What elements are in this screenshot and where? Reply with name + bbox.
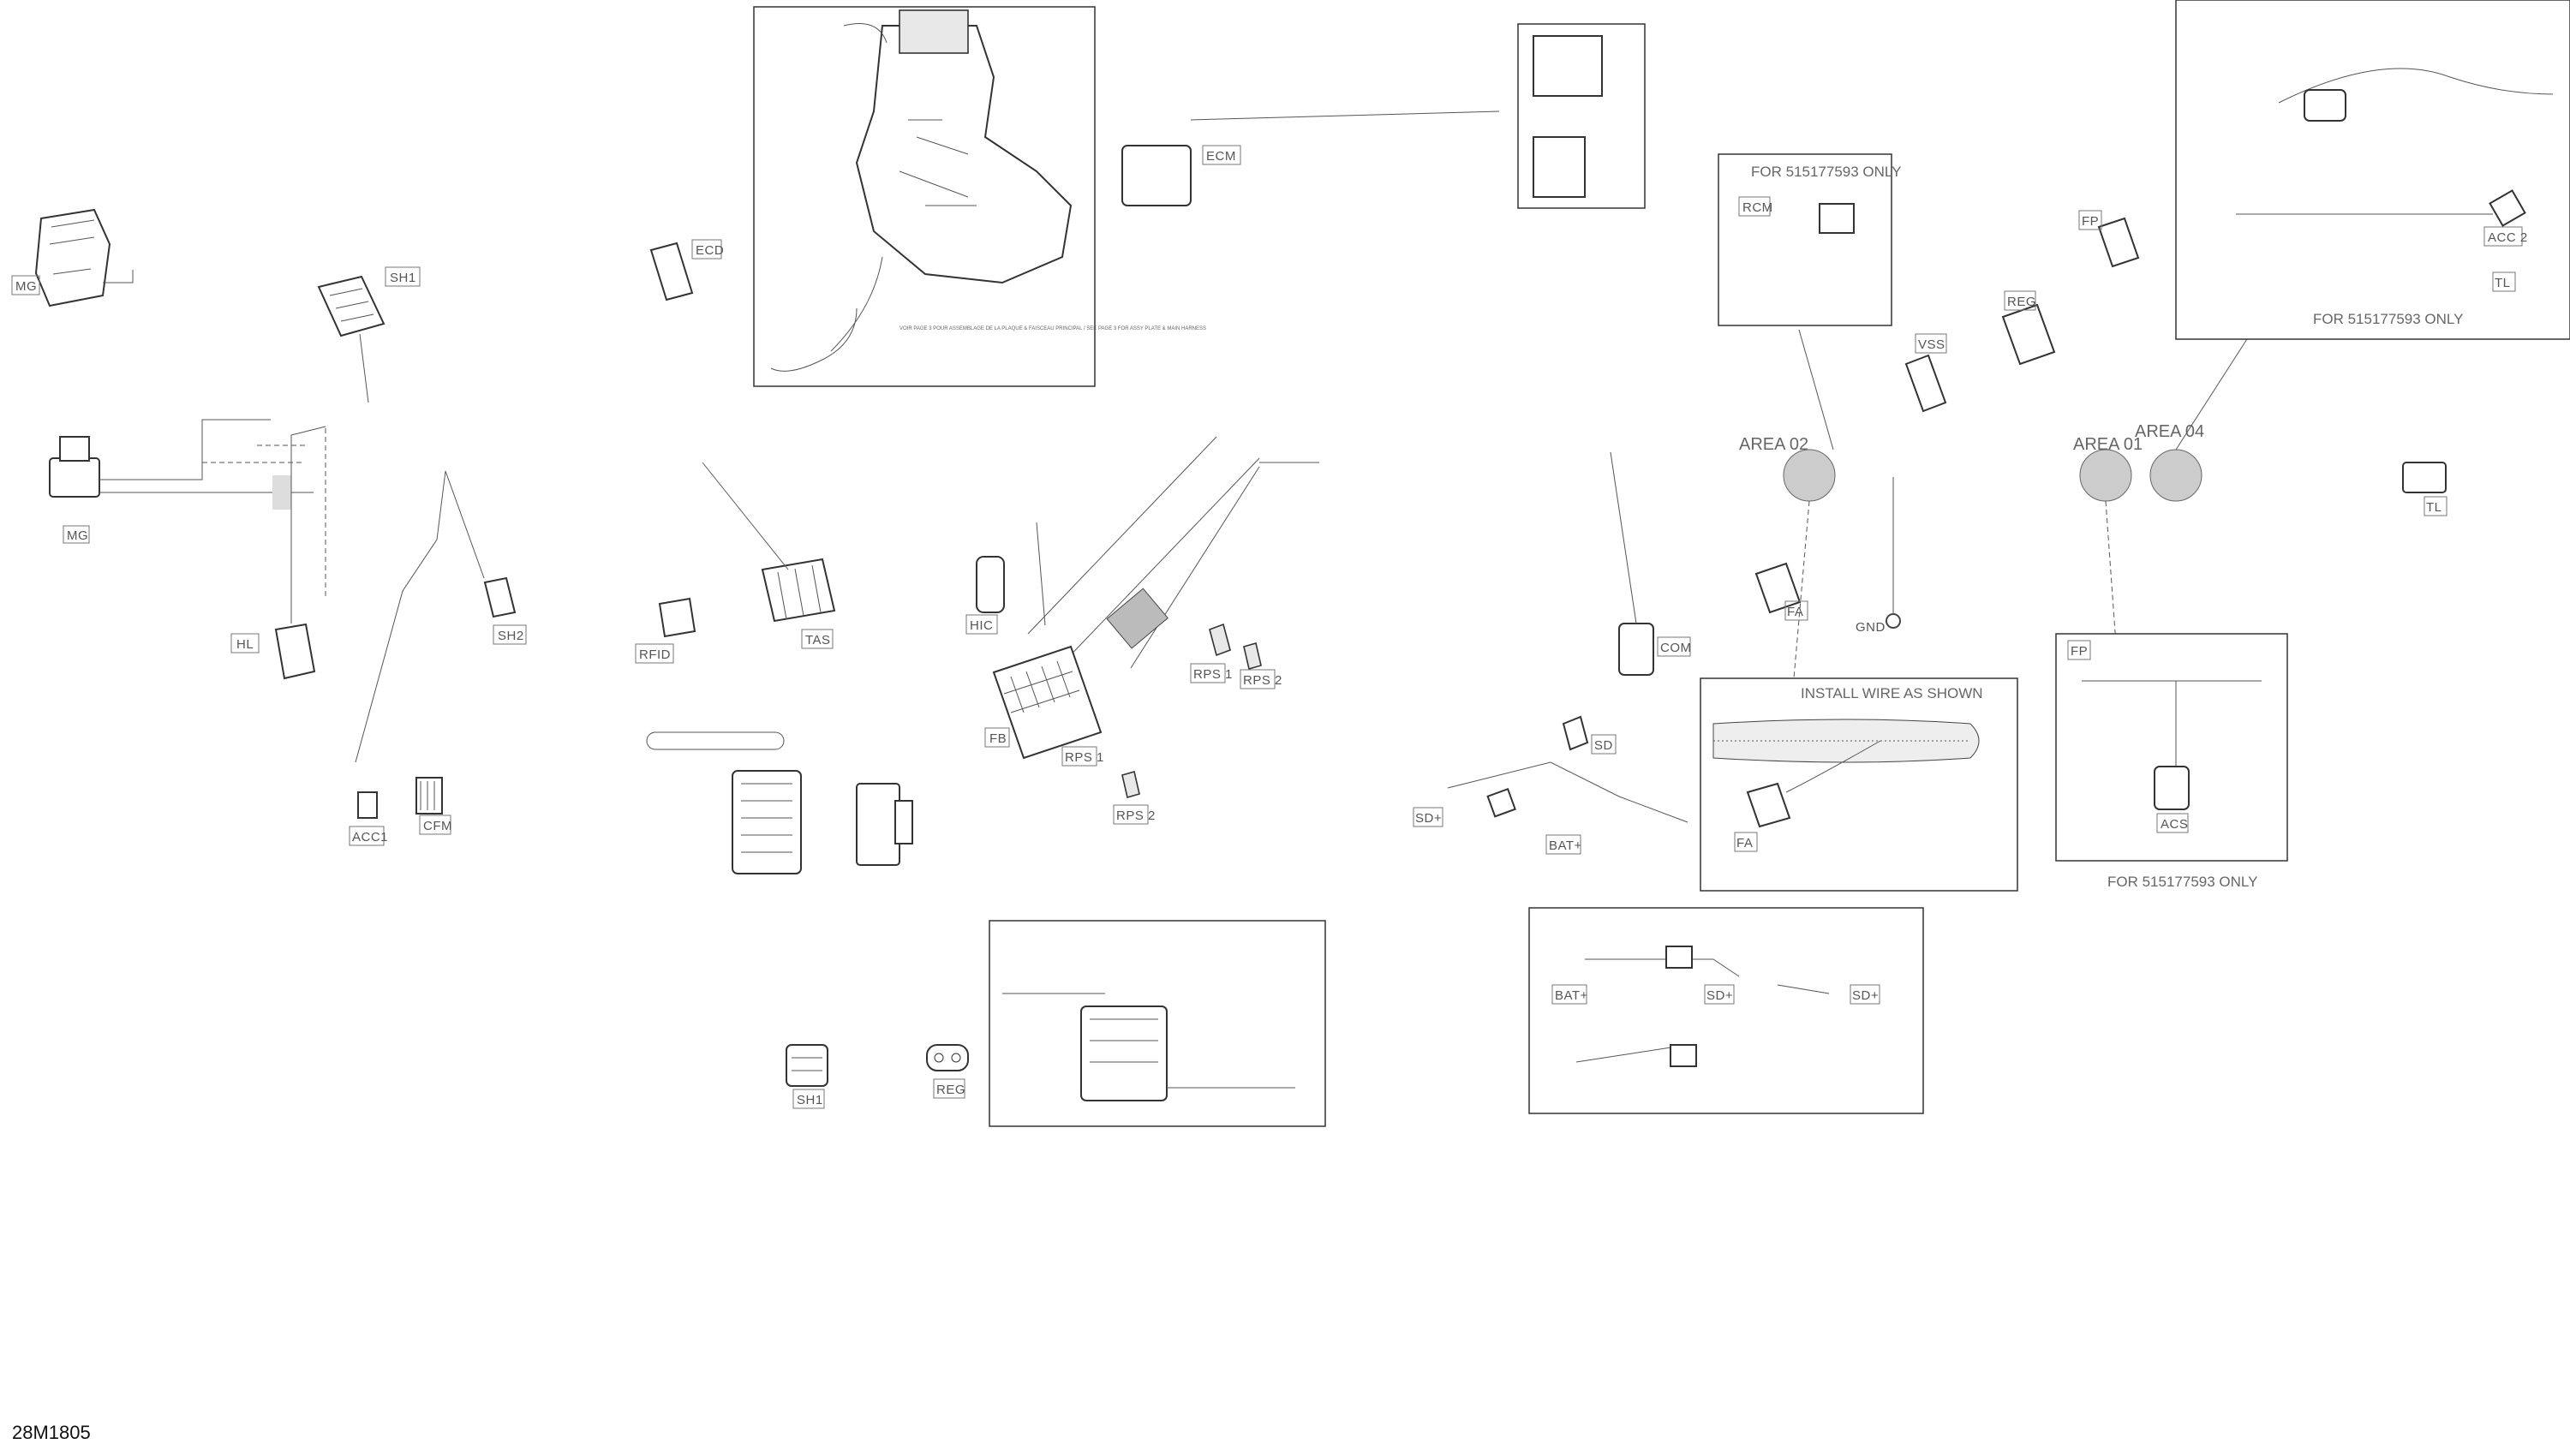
sdplus-batplus-cable: SD+ BAT+: [1413, 761, 1688, 855]
rps2-connector: RPS 2: [1240, 641, 1282, 689]
sdplus-tag: SD+: [1415, 811, 1442, 826]
hl-connector: HL: [230, 426, 326, 680]
sdplus3-tag: SD+: [1852, 988, 1879, 1003]
for-only-title-2: FOR 515177593 ONLY: [2107, 874, 2257, 890]
acs-tag: ACS: [2161, 817, 2188, 832]
cfm-tag: CFM: [423, 819, 452, 833]
gnd-ground: GND: [1856, 477, 1901, 635]
harness-center: [1027, 436, 1319, 669]
hic-connector: HIC: [965, 556, 1005, 635]
ecm-detail-box: [1517, 23, 1646, 209]
bat-sd-detail-box: BAT+ SD+ SD+: [1528, 907, 1924, 1114]
batplus-tag: BAT+: [1549, 838, 1582, 853]
install-wire-box: INSTALL WIRE AS SHOWN FA: [1700, 677, 2018, 892]
rps2-tag: RPS 2: [1243, 673, 1282, 688]
ecm-tag: ECM: [1206, 149, 1236, 164]
rfid-tag: RFID: [639, 647, 671, 662]
fb-fuse-box: FB: [984, 645, 1103, 760]
install-wire-title: INSTALL WIRE AS SHOWN: [1801, 685, 1983, 701]
acc1-connector: ACC1: [349, 791, 388, 846]
gnd-tag: GND: [1856, 620, 1886, 635]
tas-tag: TAS: [805, 633, 831, 647]
ecu-connector-block: [646, 731, 913, 874]
detail-box-bottom-center: [989, 920, 1326, 1127]
fp-tag: FP: [2082, 214, 2099, 229]
for-only-title-3: FOR 515177593 ONLY: [2313, 311, 2463, 327]
rps1-tag: RPS 1: [1193, 667, 1233, 682]
area01-marker: AREA 01: [2073, 435, 2143, 716]
tl2-tag: TL: [2426, 500, 2442, 515]
acc2-tag: ACC 2: [2488, 230, 2528, 245]
sd-tag: SD: [1594, 738, 1613, 753]
area02-marker: AREA 02: [1739, 329, 1836, 699]
area04-marker: AREA 04: [2135, 329, 2254, 502]
document-id: 28M1805: [12, 1422, 91, 1443]
for-only-title-1: FOR 515177593 ONLY: [1751, 164, 1901, 180]
rps2b-tag: RPS 2: [1116, 809, 1156, 823]
fp2-tag: FP: [2071, 644, 2088, 659]
sh1b-connector: SH1: [786, 1044, 828, 1109]
rfid-connector: RFID: [635, 597, 696, 664]
cfm-connector: CFM: [415, 777, 452, 835]
reg-connector: REG: [926, 1044, 969, 1099]
mg-connector-top: MG: [11, 208, 134, 307]
ecd-tag: ECD: [696, 243, 724, 258]
rcm-box: FOR 515177593 ONLY RCM: [1718, 153, 1901, 326]
tas-connector: TAS: [702, 462, 836, 649]
sdplus2-tag: SD+: [1706, 988, 1733, 1003]
sh2-tag: SH2: [498, 629, 524, 643]
sd-connector: SD: [1562, 715, 1617, 755]
area02-label: AREA 02: [1739, 435, 1808, 454]
vss-connector: VSS: [1904, 333, 1947, 413]
ecm-connector: ECM: [1121, 110, 1500, 206]
sh1-connector: SH1: [317, 266, 421, 403]
fp-connector: FP: [2078, 210, 2140, 268]
tl-detail-box: TL ACC 2 FOR 515177593 ONLY: [2175, 0, 2570, 340]
area04-label: AREA 04: [2135, 422, 2204, 441]
engine-detail-box: VOIR PAGE 3 POUR ASSEMBLAGE DE LA PLAQUE…: [753, 6, 1206, 387]
sh2-connector: SH2: [355, 470, 527, 763]
rps1b-connector: RPS 1: [1061, 746, 1104, 767]
fa2-tag: FA: [1736, 836, 1753, 850]
mg-top-tag: MG: [15, 279, 37, 294]
view-page-note: VOIR PAGE 3 POUR ASSEMBLAGE DE LA PLAQUE…: [900, 326, 1206, 331]
rcm-tag: RCM: [1742, 200, 1773, 215]
area01-label: AREA 01: [2073, 435, 2143, 454]
vss-tag: VSS: [1918, 337, 1945, 352]
batplus2-tag: BAT+: [1555, 988, 1588, 1003]
tl-connector: TL: [2402, 462, 2447, 516]
acc1-tag: ACC1: [352, 830, 388, 844]
fb-tag: FB: [989, 731, 1007, 746]
ecd-connector: ECD: [649, 239, 724, 301]
com-tag: COM: [1660, 641, 1692, 655]
fa-connector: FA: [1754, 562, 1808, 621]
acs-box: FP ACS FOR 515177593 ONLY: [2055, 633, 2288, 890]
hic-tag: HIC: [970, 618, 993, 633]
rps1-connector: RPS 1: [1190, 623, 1233, 683]
hl-tag: HL: [236, 637, 254, 652]
sh1b-tag: SH1: [797, 1093, 823, 1107]
fa-tag: FA: [1787, 605, 1803, 619]
reg-tag: REG: [936, 1083, 965, 1097]
sh1-tag: SH1: [390, 271, 416, 285]
mg-tag: MG: [67, 528, 88, 543]
reg2-tag: REG: [2007, 295, 2036, 309]
rps1b-tag: RPS 1: [1065, 750, 1104, 765]
com-connector: COM: [1610, 451, 1692, 676]
mg-connector: MG: [49, 419, 314, 544]
rps2b-connector: RPS 2: [1113, 770, 1156, 825]
tl-tag: TL: [2495, 276, 2511, 290]
reg2-connector: REG: [2001, 290, 2056, 366]
